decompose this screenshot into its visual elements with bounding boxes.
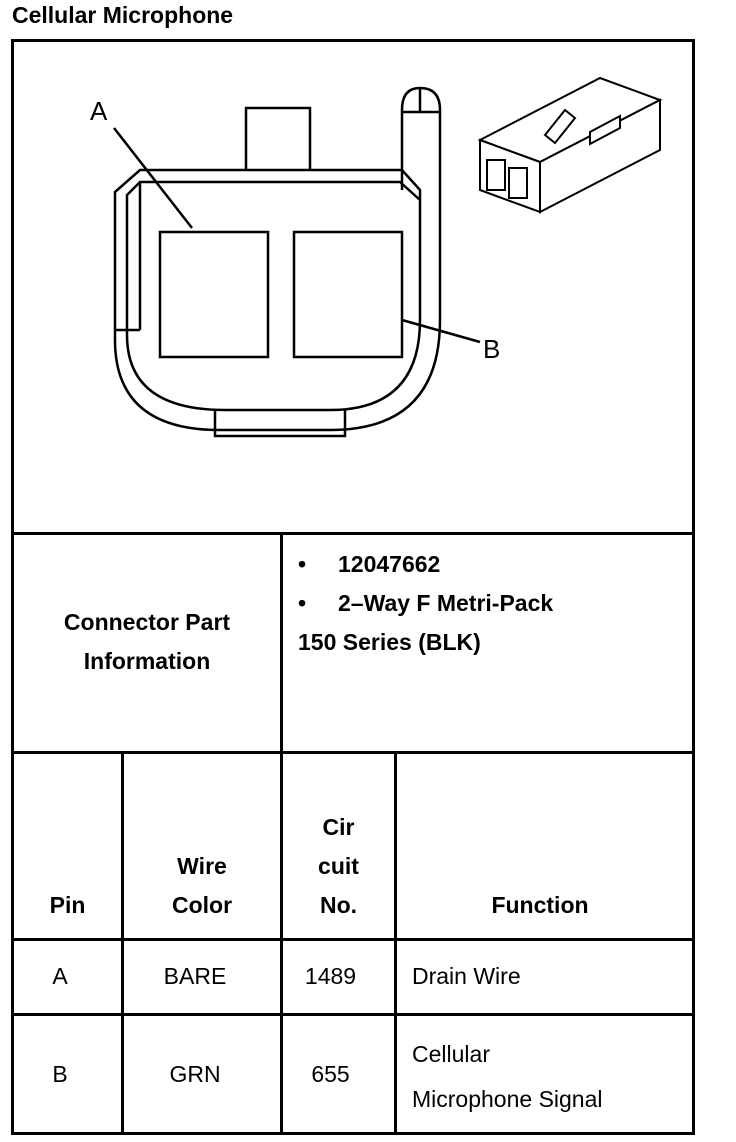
connector-type: 2–Way F Metri-Pack: [338, 590, 554, 616]
row-b-circuit: 655: [311, 1061, 350, 1087]
page-title: Cellular Microphone: [12, 2, 234, 28]
pin-b-label: B: [483, 334, 500, 364]
part-number: 12047662: [338, 551, 441, 577]
row-a-function: Drain Wire: [412, 963, 521, 989]
row-b-pin: B: [52, 1061, 68, 1087]
row-a-circuit: 1489: [304, 963, 357, 989]
header-circuit-line2: cuit: [318, 853, 359, 879]
bullet-1-symbol: •: [298, 551, 307, 577]
row-b-function-line1: Cellular: [412, 1041, 490, 1067]
row-a-wire-color: BARE: [163, 963, 227, 989]
rule-col-circuit: [394, 751, 397, 1135]
row-b-function-line2: Microphone Signal: [412, 1086, 603, 1112]
connector-info-label-line2: Information: [83, 648, 211, 674]
connector-diagram: A B: [90, 76, 663, 438]
header-wire-color-line2: Color: [171, 892, 233, 918]
header-circuit-line1: Cir: [322, 814, 355, 840]
rule-col-wire: [280, 751, 283, 1135]
header-circuit-line3: No.: [319, 892, 358, 918]
connector-info-values: • 12047662 • 2–Way F Metri-Pack 150 Series…: [298, 545, 553, 662]
connector-series: 150 Series (BLK): [298, 629, 481, 655]
rule-below-connector-info: [11, 751, 695, 754]
rule-col-pin: [121, 751, 124, 1135]
header-circuit-no: Cir cuit No.: [283, 808, 394, 925]
row-b-function: Cellular Microphone Signal: [412, 1032, 687, 1122]
row-b-wire-color: GRN: [169, 1061, 221, 1087]
rule-info-divider: [280, 532, 283, 751]
header-wire-color: Wire Color: [124, 847, 280, 925]
connector-table-frame: [11, 39, 695, 1135]
rule-below-headers: [11, 938, 695, 941]
pin-a-label: A: [90, 96, 108, 126]
connector-info-label: Connector Part Information: [14, 603, 280, 681]
row-a-pin: A: [52, 963, 68, 989]
header-function: Function: [491, 892, 589, 918]
rule-below-row-a: [11, 1013, 695, 1016]
header-wire-color-line1: Wire: [177, 853, 227, 879]
bullet-2-symbol: •: [298, 590, 307, 616]
rule-below-diagram: [11, 532, 695, 535]
connector-info-label-line1: Connector Part: [63, 609, 231, 635]
header-pin: Pin: [49, 892, 86, 918]
